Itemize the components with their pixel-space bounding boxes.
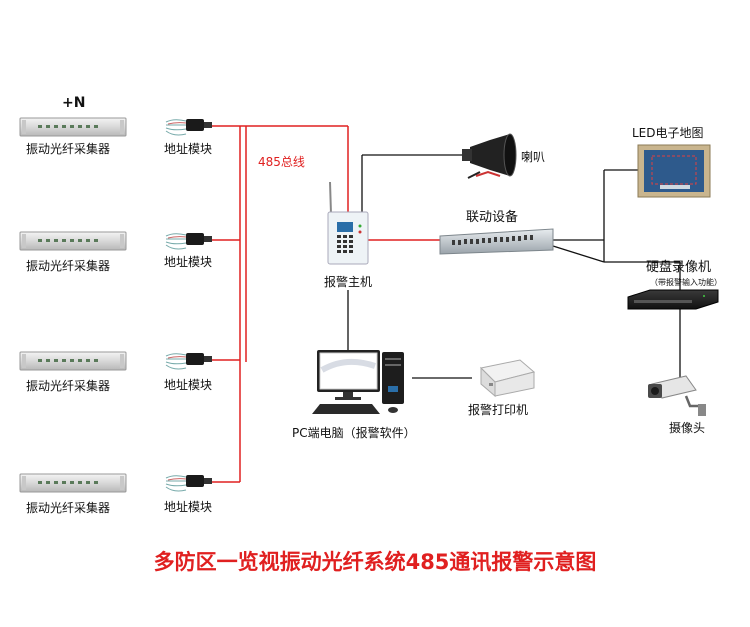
bus-label: 485总线	[258, 155, 305, 169]
address-module-label: 地址模块	[164, 255, 212, 269]
printer-label: 报警打印机	[468, 402, 528, 417]
address-module-device	[165, 353, 212, 370]
link-wiring	[347, 154, 681, 379]
collector-label: 振动光纤采集器	[26, 500, 110, 515]
printer-icon	[479, 359, 536, 398]
fiber-collector-device	[19, 231, 127, 251]
speaker-icon	[462, 133, 517, 179]
address-module-device	[165, 119, 212, 136]
camera-label: 摄像头	[669, 420, 705, 435]
collector-row-2: 振动光纤采集器 地址模块	[19, 231, 212, 273]
fiber-collector-device	[19, 351, 127, 371]
pc-label: PC端电脑（报警软件）	[292, 425, 416, 440]
linkage-device	[439, 228, 554, 255]
pc-icon	[312, 350, 404, 414]
address-module-label: 地址模块	[164, 500, 212, 514]
fiber-collector-device	[19, 117, 127, 137]
collector-label: 振动光纤采集器	[26, 378, 110, 393]
diagram-title: 多防区一览视振动光纤系统485通讯报警示意图	[154, 550, 597, 574]
nvr-label: 硬盘录像机	[646, 259, 711, 275]
camera-icon	[648, 375, 706, 416]
fiber-collector-device	[19, 473, 127, 493]
alarm-host-label: 报警主机	[324, 274, 372, 289]
bus-wiring	[212, 125, 440, 483]
nvr-device	[627, 289, 719, 310]
address-module-label: 地址模块	[164, 378, 212, 392]
address-module-device	[165, 475, 212, 492]
nvr-note-label: （带报警输入功能）	[650, 277, 722, 287]
led-map-label: LED电子地图	[632, 126, 704, 140]
address-module-label: 地址模块	[164, 142, 212, 156]
speaker-label: 喇叭	[521, 149, 545, 164]
collector-row-1: 振动光纤采集器 地址模块	[19, 117, 212, 156]
linkage-device-label: 联动设备	[466, 209, 518, 225]
collector-label: 振动光纤采集器	[26, 141, 110, 156]
n-plus-label: +N	[62, 95, 85, 111]
led-map-screen	[637, 144, 711, 198]
collector-label: 振动光纤采集器	[26, 258, 110, 273]
collector-row-4: 振动光纤采集器 地址模块	[19, 473, 212, 515]
address-module-device	[165, 233, 212, 250]
alarm-host-device	[327, 181, 369, 265]
collector-row-3: 振动光纤采集器 地址模块	[19, 351, 212, 393]
